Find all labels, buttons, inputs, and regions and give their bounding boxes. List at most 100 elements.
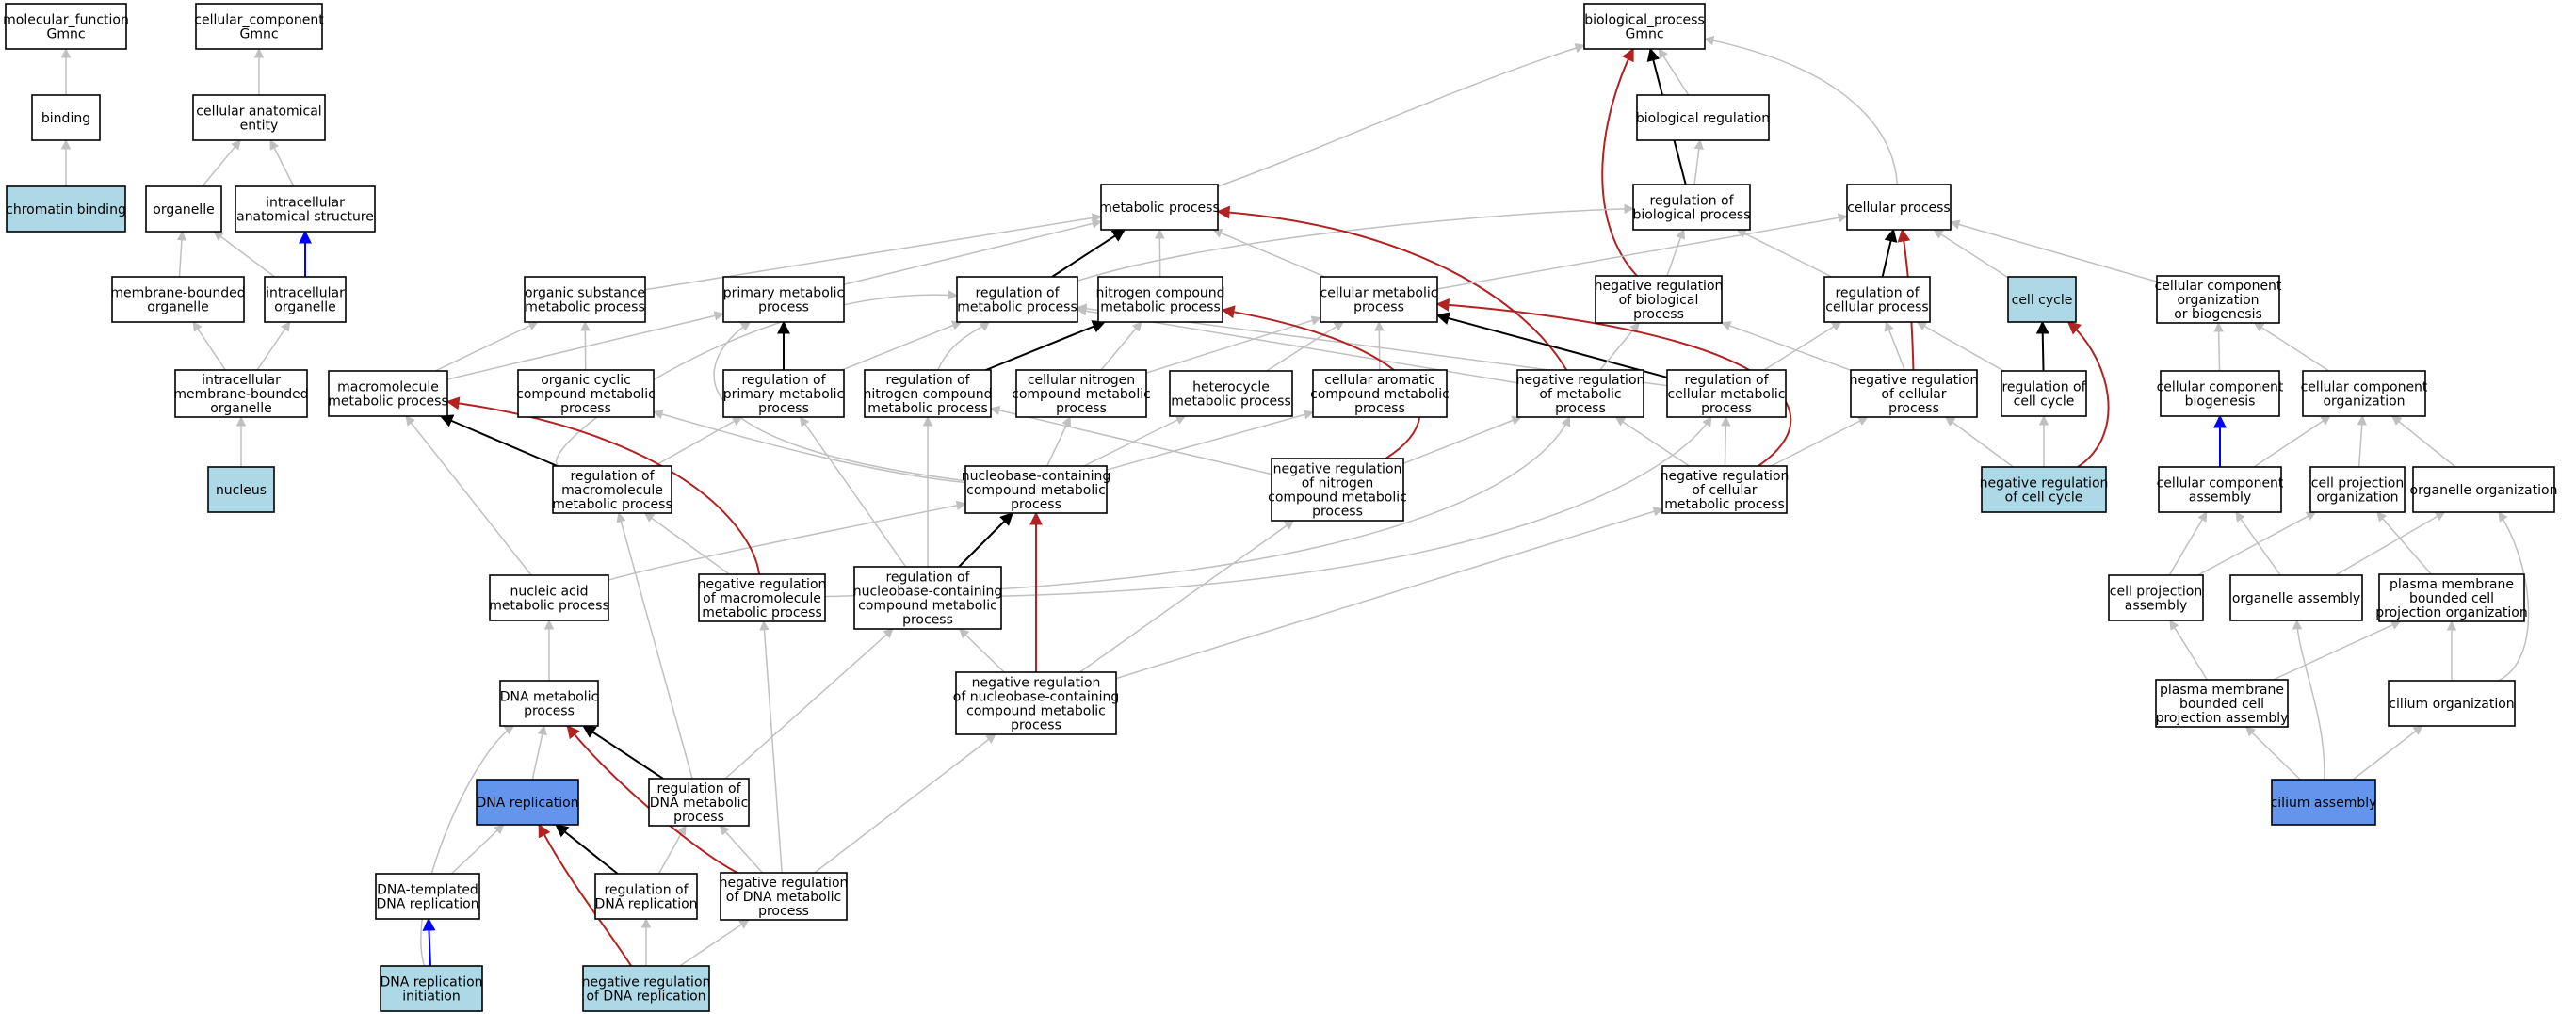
edge-nrmmp-to-rmmp [643, 512, 730, 575]
node-label: process [1633, 307, 1684, 322]
node-cilo[interactable]: cilium organization [2388, 680, 2516, 727]
node-label: membrane-bounded [173, 387, 308, 402]
node-label: regulation of [2001, 380, 2086, 395]
node-label: organization [2316, 491, 2398, 506]
node-box [1636, 94, 1770, 141]
node-label: metabolic process [552, 497, 672, 512]
edge-rmmp-to-rmp [556, 290, 959, 467]
node-cellcycle[interactable]: cell cycle [2007, 276, 2077, 323]
edge-nrnbcmp-to-nrcmp [1115, 507, 1664, 680]
node-label: of nucleobase-containing [953, 690, 1120, 705]
node-rnbcmp[interactable]: regulation ofnucleobase-containingcompou… [853, 566, 1003, 630]
edge-occmp-to-osmp [580, 320, 591, 371]
node-box [1850, 369, 1978, 418]
node-label: anatomical structure [236, 210, 374, 225]
node-box [2158, 466, 2282, 513]
node-breg[interactable]: biological regulation [1636, 94, 1770, 141]
node-label: cellular_component [194, 13, 324, 28]
node-binding[interactable]: binding [31, 94, 101, 141]
node-box [722, 276, 845, 323]
node-chromatin_binding[interactable]: chromatin binding [6, 185, 126, 233]
edge-cpa-to-cca [2168, 511, 2208, 576]
node-label: Gmnc [1625, 27, 1663, 42]
node-cp[interactable]: cellular process [1846, 184, 1952, 231]
node-label: metabolic process [867, 401, 988, 416]
edge-nrnbcmp-to-nrncmp [1079, 520, 1295, 673]
edge-rncmp-to-rmp [937, 321, 990, 371]
node-label: nucleobase-containing [962, 469, 1111, 484]
edge-cncmp-to-ncmp [1100, 321, 1142, 371]
node-dnarep[interactable]: DNA replication [476, 779, 579, 826]
node-label: organic substance [525, 286, 645, 301]
node-label: process [1888, 401, 1939, 416]
node-label: cellular aromatic [1324, 373, 1435, 388]
node-label: metabolic process [957, 300, 1077, 315]
node-mp[interactable]: metabolic process [1099, 184, 1220, 231]
node-organelle[interactable]: organelle [145, 185, 222, 233]
edge-cpa-to-cpo [2197, 511, 2317, 576]
node-label: regulation of [656, 781, 741, 797]
node-nucleus[interactable]: nucleus [207, 466, 275, 513]
node-oa[interactable]: organelle assembly [2229, 574, 2363, 621]
node-oo[interactable]: organelle organization [2410, 466, 2558, 513]
edge-nrcc-to-cellcycle [2066, 321, 2110, 468]
node-label: organelle [153, 202, 214, 217]
node-cila[interactable]: cilium assembly [2271, 779, 2377, 826]
node-label: process [1056, 401, 1107, 416]
node-label: process [560, 401, 611, 416]
node-label: process [1353, 300, 1404, 315]
node-box [722, 369, 845, 418]
node-label: heterocycle [1192, 380, 1270, 395]
